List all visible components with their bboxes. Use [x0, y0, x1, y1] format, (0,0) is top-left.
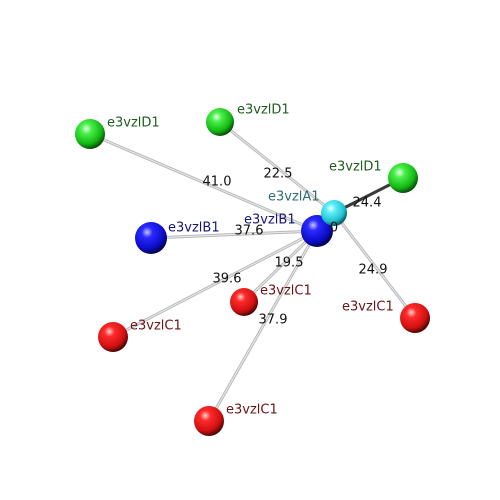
atom-label: e3vzlD1: [329, 160, 382, 175]
atom-blue[interactable]: [135, 222, 167, 254]
atom-red[interactable]: [98, 322, 128, 352]
distance-label: 24.9: [359, 263, 388, 278]
distance-label: 39.6: [213, 272, 242, 287]
atom-label: e3vzlA1: [268, 190, 320, 205]
distance-line-highlight: [89, 133, 318, 232]
distance-line-highlight: [333, 212, 416, 319]
distance-label: 22.5: [264, 167, 293, 182]
distance-line-highlight: [208, 230, 318, 422]
atom-label: e3vzlD1: [237, 103, 290, 118]
atom-blue[interactable]: [301, 215, 333, 247]
distance-label: 37.6: [235, 224, 264, 239]
atom-red[interactable]: [194, 406, 224, 436]
atom-label: e3vzlD1: [107, 116, 160, 131]
atom-green[interactable]: [75, 119, 105, 149]
atom-label: e3vzlC1: [342, 300, 394, 315]
distance-line-highlight: [150, 230, 318, 239]
distance-label: 24.4: [353, 196, 382, 211]
atom-red[interactable]: [400, 303, 430, 333]
distance-label-layer: 41.0 22.5 24.4 37.6 39.6 19.5 37.9 24.9 0: [203, 167, 388, 328]
distance-label: 41.0: [203, 175, 232, 190]
atom-label-layer: e3vzlA1 e3vzlB1 e3vzlB1 e3vzlD1 e3vzlD1 e3vzl…: [107, 103, 394, 418]
distance-line-highlight: [112, 230, 318, 338]
distance-label: 37.9: [259, 313, 288, 328]
distance-label: 19.5: [275, 256, 304, 271]
atom-green[interactable]: [388, 163, 418, 193]
atom-label: e3vzlC1: [260, 284, 312, 299]
atom-red[interactable]: [230, 288, 258, 316]
distance-line-highlight: [243, 230, 318, 303]
distance-line-highlight: [219, 121, 335, 214]
atom-cyan[interactable]: [321, 200, 347, 226]
atom-label: e3vzlB1: [168, 221, 220, 236]
atom-label: e3vzlB1: [244, 213, 296, 228]
atom-label: e3vzlC1: [130, 319, 182, 334]
distance-label: 0: [330, 221, 338, 236]
atom-layer: [75, 108, 430, 436]
atom-green[interactable]: [206, 108, 234, 136]
atom-label: e3vzlC1: [226, 403, 278, 418]
